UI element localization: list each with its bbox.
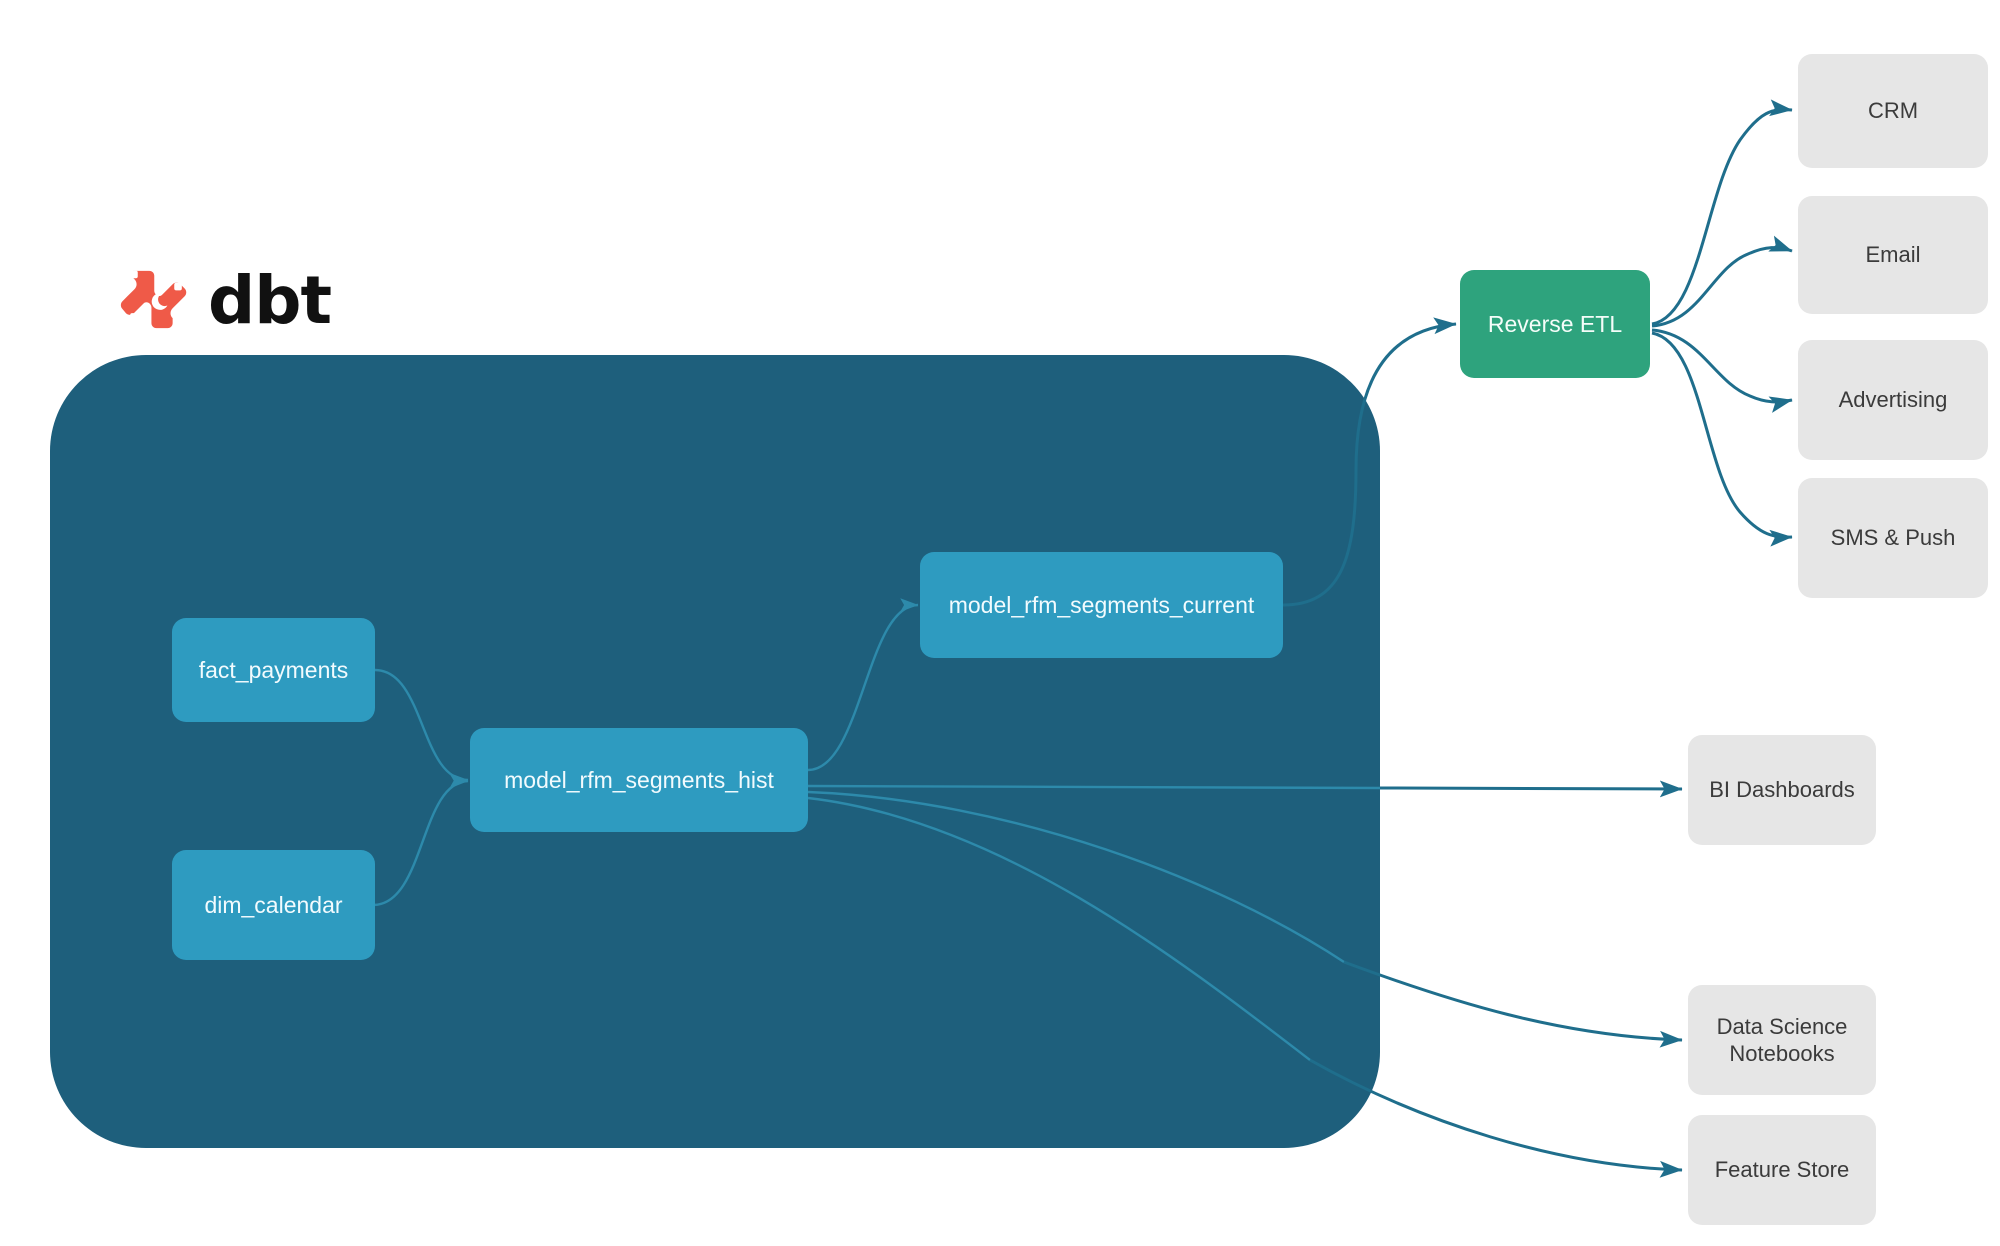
edge-to-bi-dashboards: [1379, 780, 1683, 798]
node-label: BI Dashboards: [1709, 777, 1855, 803]
node-label: SMS & Push: [1830, 525, 1956, 551]
node-model-rfm-segments-hist[interactable]: model_rfm_segments_hist: [470, 728, 808, 832]
node-label: CRM: [1867, 98, 1919, 124]
node-fact-payments[interactable]: fact_payments: [172, 618, 375, 722]
edge-to-ds-notebooks: [1343, 960, 1683, 1048]
node-reverse-etl[interactable]: Reverse ETL: [1460, 270, 1650, 378]
node-model-rfm-segments-current[interactable]: model_rfm_segments_current: [920, 552, 1283, 658]
edge-reverse-etl-to-sms-push: [1651, 331, 1793, 547]
node-label: Reverse ETL: [1487, 310, 1623, 337]
node-sms-push[interactable]: SMS & Push: [1798, 478, 1988, 598]
node-data-science-notebooks[interactable]: Data Science Notebooks: [1688, 985, 1876, 1095]
edge-reverse-etl-to-advertising: [1651, 328, 1793, 413]
node-dim-calendar[interactable]: dim_calendar: [172, 850, 375, 960]
node-label: model_rfm_segments_hist: [504, 766, 774, 793]
edge-reverse-etl-to-crm: [1651, 99, 1793, 326]
node-label: dim_calendar: [204, 891, 343, 918]
node-label: Email: [1865, 242, 1921, 268]
node-label: fact_payments: [198, 656, 349, 683]
node-crm[interactable]: CRM: [1798, 54, 1988, 168]
edge-reverse-etl-to-email: [1651, 235, 1793, 328]
node-feature-store[interactable]: Feature Store: [1688, 1115, 1876, 1225]
node-bi-dashboards[interactable]: BI Dashboards: [1688, 735, 1876, 845]
node-label: Feature Store: [1714, 1157, 1850, 1183]
dbt-logo-mark: [120, 270, 187, 329]
dbt-logo: dbt: [118, 258, 338, 344]
node-email[interactable]: Email: [1798, 196, 1988, 314]
node-advertising[interactable]: Advertising: [1798, 340, 1988, 460]
node-label: model_rfm_segments_current: [948, 591, 1255, 618]
node-label: Data Science Notebooks: [1716, 1013, 1848, 1067]
dbt-wordmark: dbt: [208, 262, 332, 339]
node-label: Advertising: [1838, 387, 1948, 413]
